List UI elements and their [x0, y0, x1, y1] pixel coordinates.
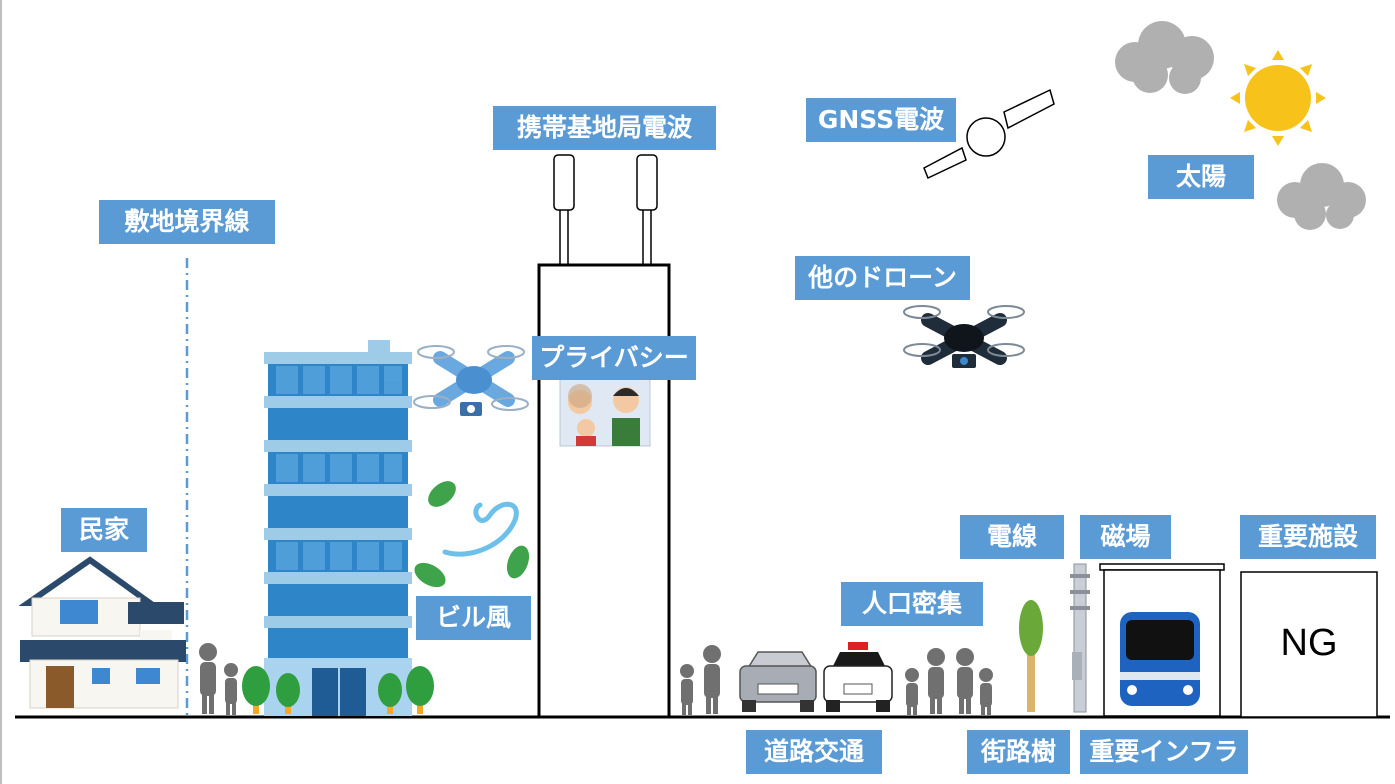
cloud-icon	[1115, 21, 1214, 94]
drone-dark-icon	[903, 305, 1025, 368]
label-crowd: 人口密集	[841, 582, 983, 626]
label-other-drone: 他のドローン	[795, 256, 970, 300]
person-icon	[905, 648, 993, 715]
label-important-facility: 重要施設	[1240, 515, 1376, 559]
label-sun: 太陽	[1148, 155, 1254, 199]
label-street-trees: 街路樹	[967, 730, 1070, 774]
ng-text: NG	[1280, 622, 1338, 664]
train-icon	[1120, 612, 1200, 706]
office-building-icon	[264, 340, 412, 716]
sun-icon	[1230, 50, 1326, 146]
person-icon	[680, 645, 721, 715]
label-road-traffic: 道路交通	[746, 730, 882, 774]
label-boundary: 敷地境界線	[99, 200, 275, 244]
tree-icon	[242, 666, 434, 714]
police-car-icon	[823, 642, 893, 712]
label-privacy: プライバシー	[532, 336, 696, 380]
cloud-icon	[1277, 163, 1366, 230]
label-power-line: 電線	[960, 515, 1064, 559]
facility-box	[1240, 571, 1378, 718]
wind-icon	[442, 501, 519, 557]
street-tree-icon	[1019, 600, 1043, 712]
label-base-station: 携帯基地局電波	[493, 106, 716, 150]
satellite-icon	[923, 88, 1055, 180]
house-icon	[18, 556, 186, 709]
power-pole-icon	[1070, 563, 1090, 713]
drone-light-icon	[413, 345, 529, 416]
label-building-wind: ビル風	[416, 596, 531, 640]
family-window-icon	[559, 377, 651, 447]
label-magnetic: 磁場	[1080, 515, 1171, 559]
label-house: 民家	[61, 508, 147, 552]
leaf-icons	[414, 481, 530, 588]
person-icon	[199, 643, 238, 715]
label-infrastructure: 重要インフラ	[1080, 730, 1248, 774]
car-icon	[739, 651, 817, 712]
label-gnss: GNSS電波	[806, 98, 956, 142]
